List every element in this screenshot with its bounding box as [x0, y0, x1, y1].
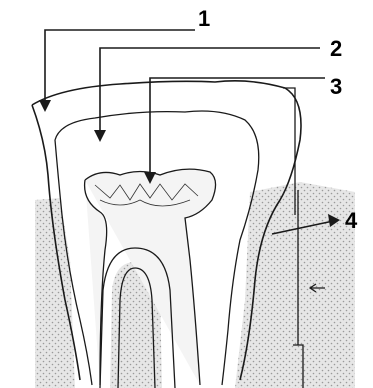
label-1: 1	[198, 6, 210, 31]
label-3: 3	[330, 74, 342, 99]
gum-left	[35, 198, 75, 388]
label-2: 2	[330, 36, 342, 61]
label-4: 4	[345, 208, 358, 233]
